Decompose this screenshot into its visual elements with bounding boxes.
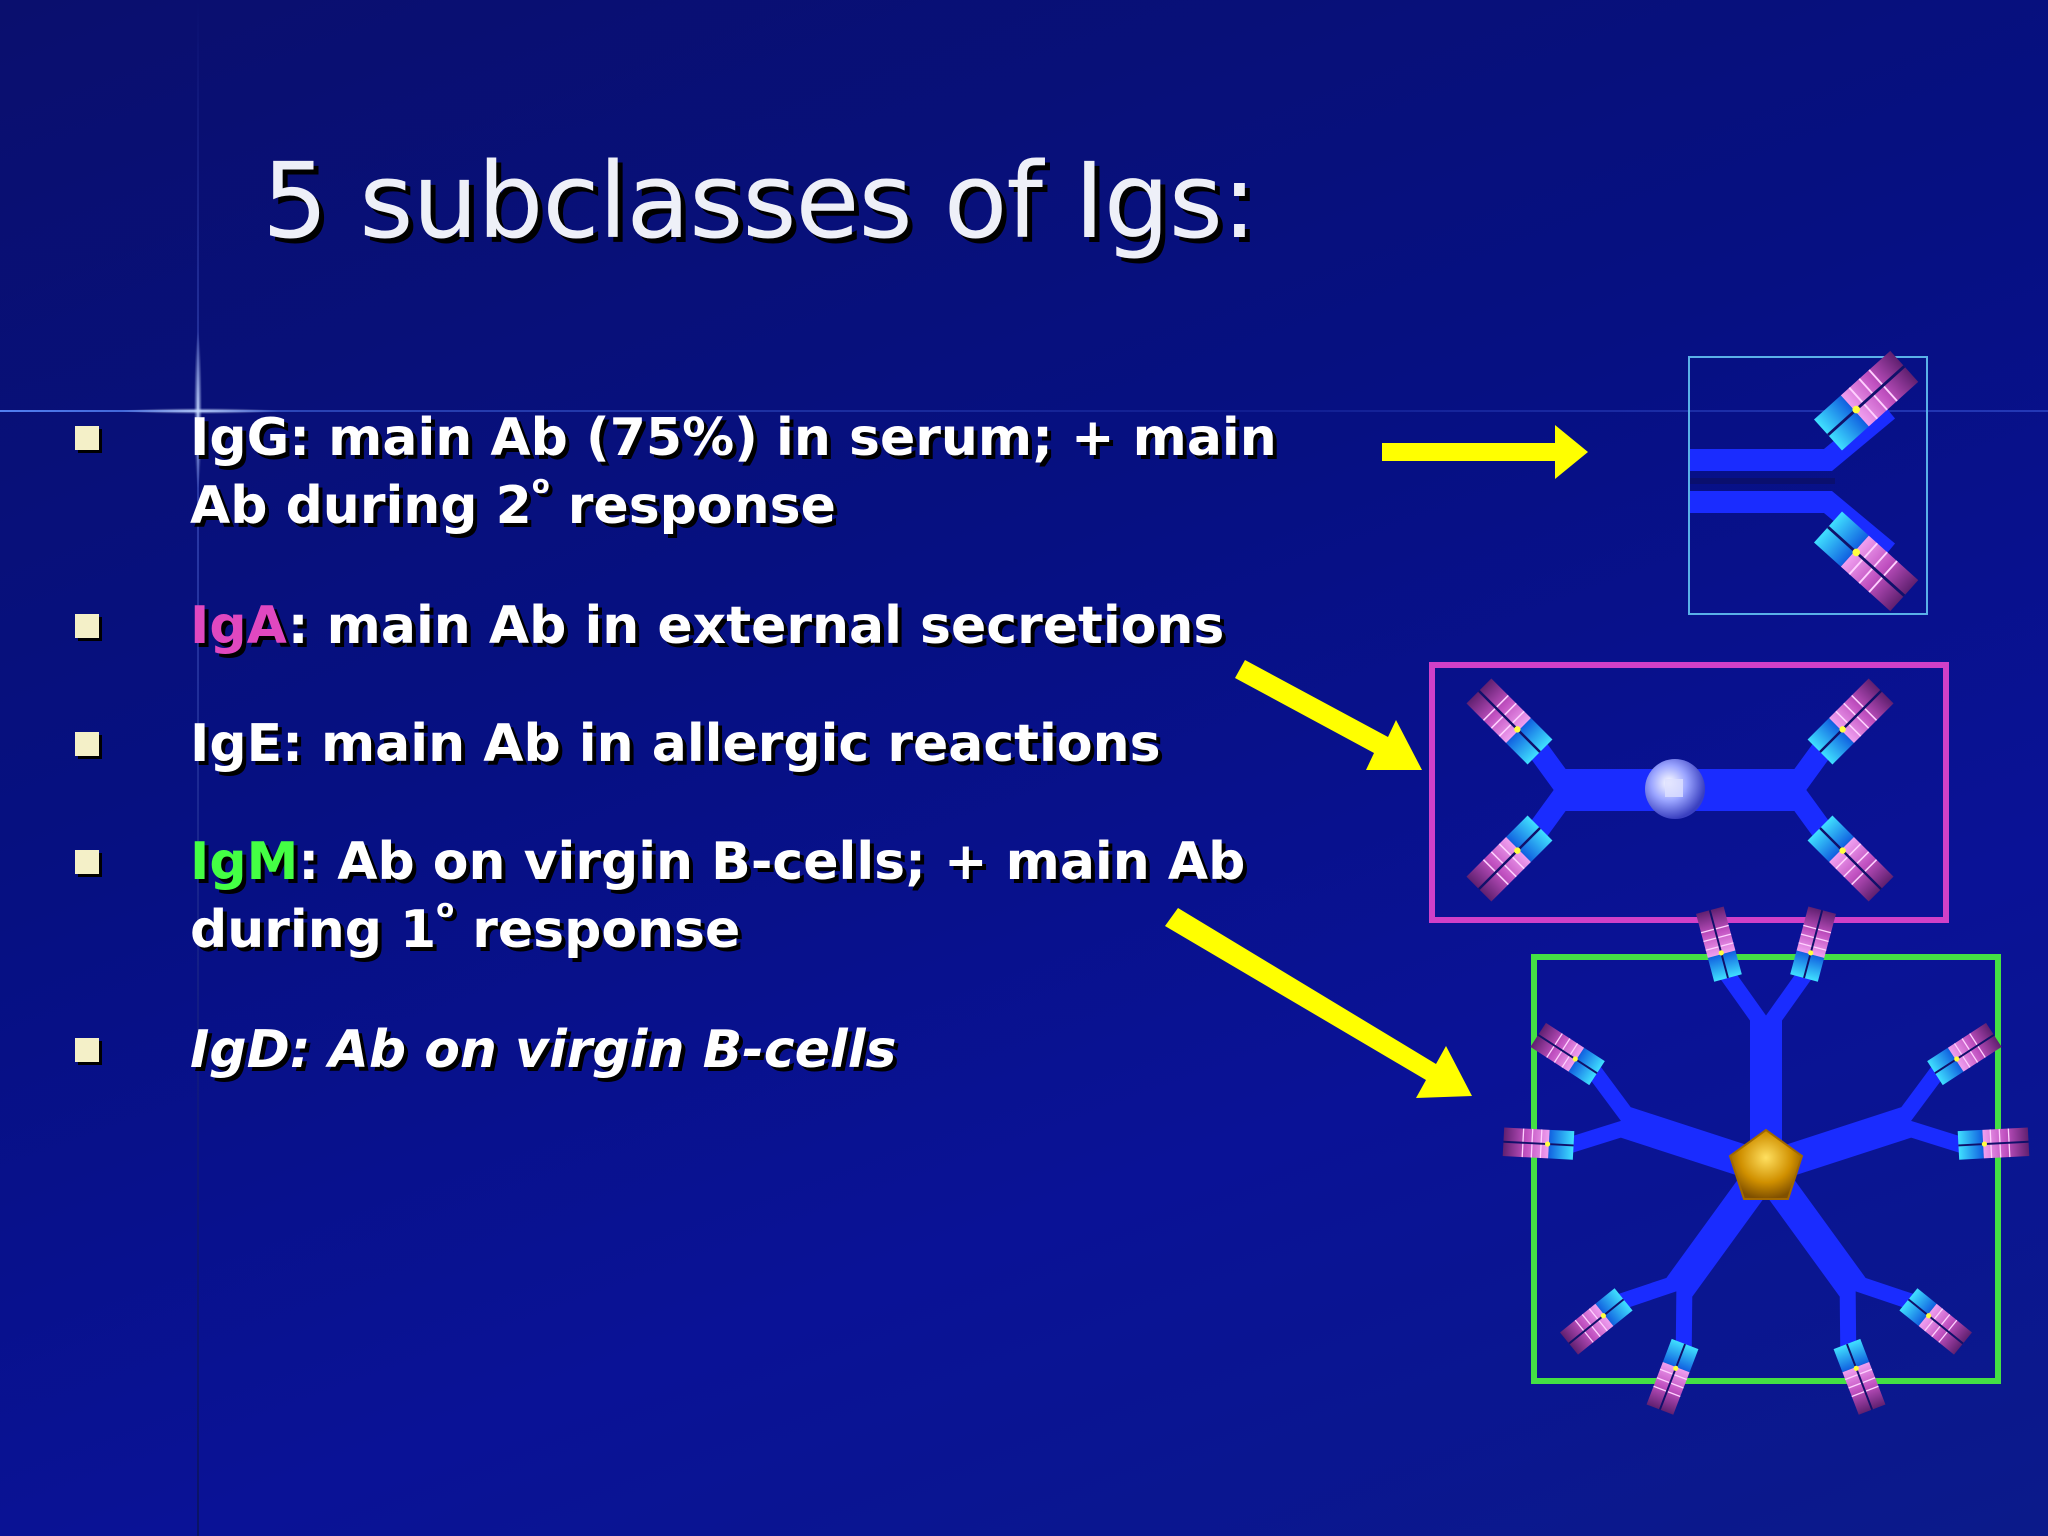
bullet-marker <box>75 614 99 638</box>
decor-vertical-line <box>197 0 199 1536</box>
igg-label: IgG <box>190 408 290 468</box>
ige-text: : main Ab in allergic reactions <box>282 714 1161 774</box>
igg-text: : main Ab (75%) in serum; + main Ab duri… <box>190 408 1277 536</box>
iga-text: : main Ab in external secretions <box>287 596 1225 656</box>
bullet-igm: IgM: Ab on virgin B-cells; + main Ab dur… <box>75 828 1340 964</box>
bullet-igd: IgD: Ab on virgin B-cells <box>75 1016 1340 1084</box>
iga-dimer <box>1429 662 1949 923</box>
bullet-igg: IgG: main Ab (75%) in serum; + main Ab d… <box>75 404 1340 540</box>
igg-text-tail: response <box>549 476 836 536</box>
arrow-iga <box>1235 660 1422 770</box>
arrow-igm <box>1165 908 1472 1098</box>
igm-text: : Ab on virgin B-cells; + main Ab during… <box>190 832 1246 960</box>
igm-degree: o <box>436 894 455 924</box>
igg-degree: o <box>531 470 550 500</box>
bullet-marker <box>75 850 99 874</box>
ige-label: IgE <box>190 714 283 774</box>
igg-monomer <box>1688 349 1928 615</box>
decor-horizontal-line <box>0 410 2048 412</box>
bullet-ige: IgE: main Ab in allergic reactions <box>75 710 1340 778</box>
igd-text: IgD: Ab on virgin B-cells <box>190 1020 897 1080</box>
igm-pentamer <box>1501 905 2031 1416</box>
arrow-igg <box>1382 425 1588 479</box>
iga-label: IgA <box>190 596 288 656</box>
igm-label: IgM <box>190 832 299 892</box>
igm-text-tail: response <box>454 900 741 960</box>
bullet-marker <box>75 732 99 756</box>
bullet-iga: IgA: main Ab in external secretions <box>75 592 1340 660</box>
bullet-marker <box>75 1038 99 1062</box>
decor-glow-v <box>194 330 202 490</box>
bullet-marker <box>75 426 99 450</box>
slide-title: 5 subclasses of Igs: <box>262 140 1257 262</box>
